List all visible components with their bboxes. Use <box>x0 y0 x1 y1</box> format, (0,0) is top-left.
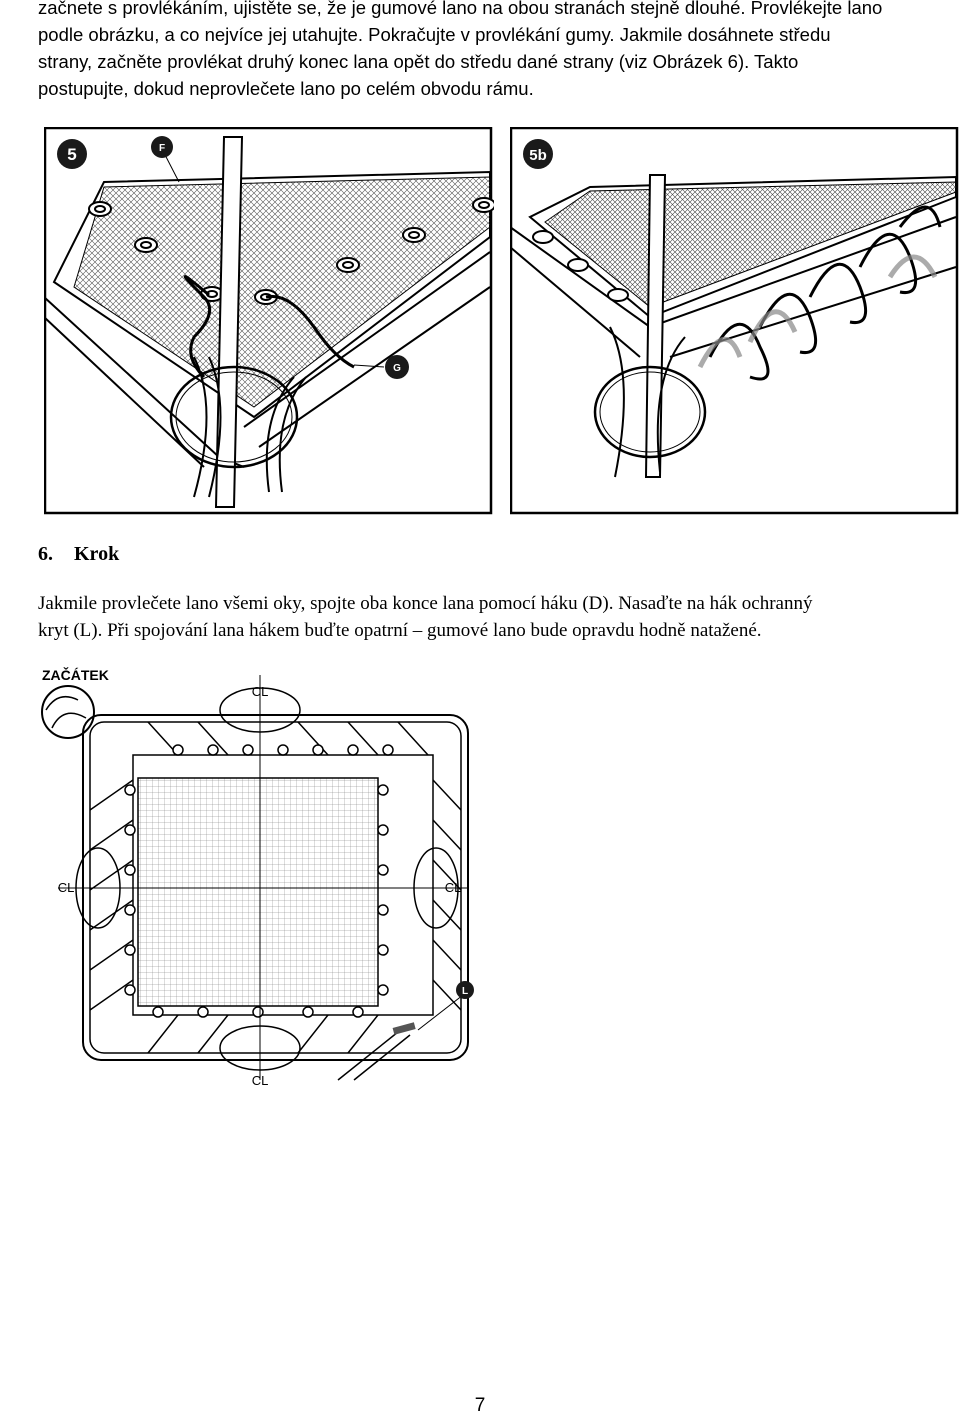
step-6-line-1: Jakmile provlečete lano všemi oky, spojt… <box>38 593 813 614</box>
figure-6-illustration: ZAČÁTEK CL CL CL CL L <box>41 666 474 1088</box>
centerline-left: CL <box>58 880 75 895</box>
centerline-right: CL <box>445 880 462 895</box>
start-label: ZAČÁTEK <box>42 666 109 683</box>
step-6-line-2: kryt (L). Při spojování lana hákem buďte… <box>38 620 762 641</box>
figure-5-badge-text: 5 <box>67 145 76 164</box>
intro-line-1: začnete s provlékáním, ujistěte se, že j… <box>38 0 883 18</box>
step-6-number: 6. <box>38 543 53 565</box>
step-6-text: Jakmile provlečete lano všemi oky, spojt… <box>38 590 898 644</box>
page-number: 7 <box>474 1395 486 1416</box>
step-6-title: Krok <box>74 543 120 565</box>
intro-line-2: podle obrázku, a co nejvíce jej utahujte… <box>38 24 831 45</box>
figure-5b-badge-text: 5b <box>529 147 547 164</box>
step-6-heading: 6. Krok <box>38 543 119 566</box>
figure-5b-badge <box>523 139 553 169</box>
label-l: L <box>462 986 468 997</box>
label-g: G <box>393 363 401 374</box>
centerline-bottom: CL <box>252 1073 269 1088</box>
figure-5-badge <box>57 139 87 169</box>
label-f: F <box>159 143 165 154</box>
centerline-top: CL <box>252 684 269 699</box>
figure-5-illustration: 5 F G <box>44 127 494 515</box>
figure-5b-illustration: 5b <box>510 127 959 515</box>
intro-line-3: strany, začněte provlékat druhý konec la… <box>38 51 799 72</box>
intro-line-4: postupujte, dokud neprovlečete lano po c… <box>38 78 534 99</box>
